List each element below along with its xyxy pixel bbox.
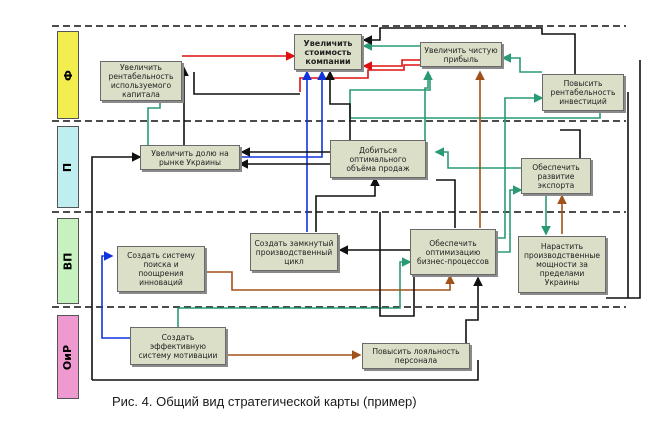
node-motivation: Создать эффективную систему мотивации (130, 327, 226, 365)
node-roce: Увеличить рентабельность используемого к… (100, 61, 182, 101)
link-profit-value-red2 (362, 59, 420, 71)
node-market-share: Увеличить долю на рынке Украины (140, 145, 240, 170)
link-market-value (240, 70, 327, 158)
link-optimize-export (497, 185, 523, 253)
link-loyalty-optimize (465, 276, 483, 345)
perspective-separators (52, 25, 626, 308)
node-closed-cycle: Создать замкнутый производственный цикл (250, 233, 338, 271)
node-capacity: Нарастить производственные мощности за п… (518, 236, 606, 293)
perspective-customer: П (57, 126, 79, 208)
link-search-optimize-black (379, 212, 415, 317)
perspective-financial-label: Ф (61, 69, 75, 81)
perspective-financial: Ф (57, 31, 79, 119)
perspective-customer-label: П (61, 162, 75, 172)
link-capacity-right (628, 60, 641, 299)
link-outer-loop (92, 360, 479, 381)
node-increase-profit: Увеличить чистую прибыль (420, 42, 502, 67)
node-optimal-sales: Добиться оптимального объёма продаж (330, 140, 426, 178)
node-optimize: Обеспечить оптимизацию бизнес-процессов (410, 229, 496, 275)
link-optimal-value (325, 70, 351, 140)
link-export-roi (560, 129, 581, 160)
link-optimal-profit (423, 70, 433, 142)
link-market-roce (147, 93, 165, 148)
node-export: Обеспечить развитие экспорта (521, 158, 591, 194)
link-optimize-optimal-black (436, 179, 456, 228)
perspective-internal-processes: ВП (57, 218, 79, 304)
link-search-optimize (206, 271, 455, 291)
node-loyalty: Повысить лояльность персонала (362, 343, 470, 369)
perspective-learning-growth: ОиР (57, 315, 79, 399)
perspective-internal-processes-label: ВП (61, 252, 75, 270)
link-motivation-optimize (177, 257, 412, 327)
link-outer-frame (91, 152, 142, 380)
node-increase-value: Увеличить стоимость компании (294, 34, 362, 70)
link-export-optimal (434, 147, 524, 169)
link-closed-optimal (315, 176, 380, 232)
red-links (182, 51, 420, 92)
brown-links (206, 70, 567, 360)
link-roi-value-top (362, 27, 576, 74)
figure-caption: Рис. 4. Общий вид стратегической карты (… (112, 394, 417, 409)
link-roi-profit (501, 53, 542, 73)
link-motivation-search (101, 251, 132, 339)
blue-links (101, 70, 327, 339)
black-links (91, 27, 641, 381)
node-search-system: Создать систему поиска и поощрения иннов… (117, 246, 205, 292)
link-optimize-roi (497, 93, 544, 239)
link-roi-left (193, 72, 300, 95)
perspective-learning-growth-label: ОиР (61, 344, 75, 370)
green-links (147, 41, 601, 327)
node-roi: Повысить рентабельность инвестиций (542, 74, 624, 111)
link-roi-capacity (606, 92, 629, 299)
